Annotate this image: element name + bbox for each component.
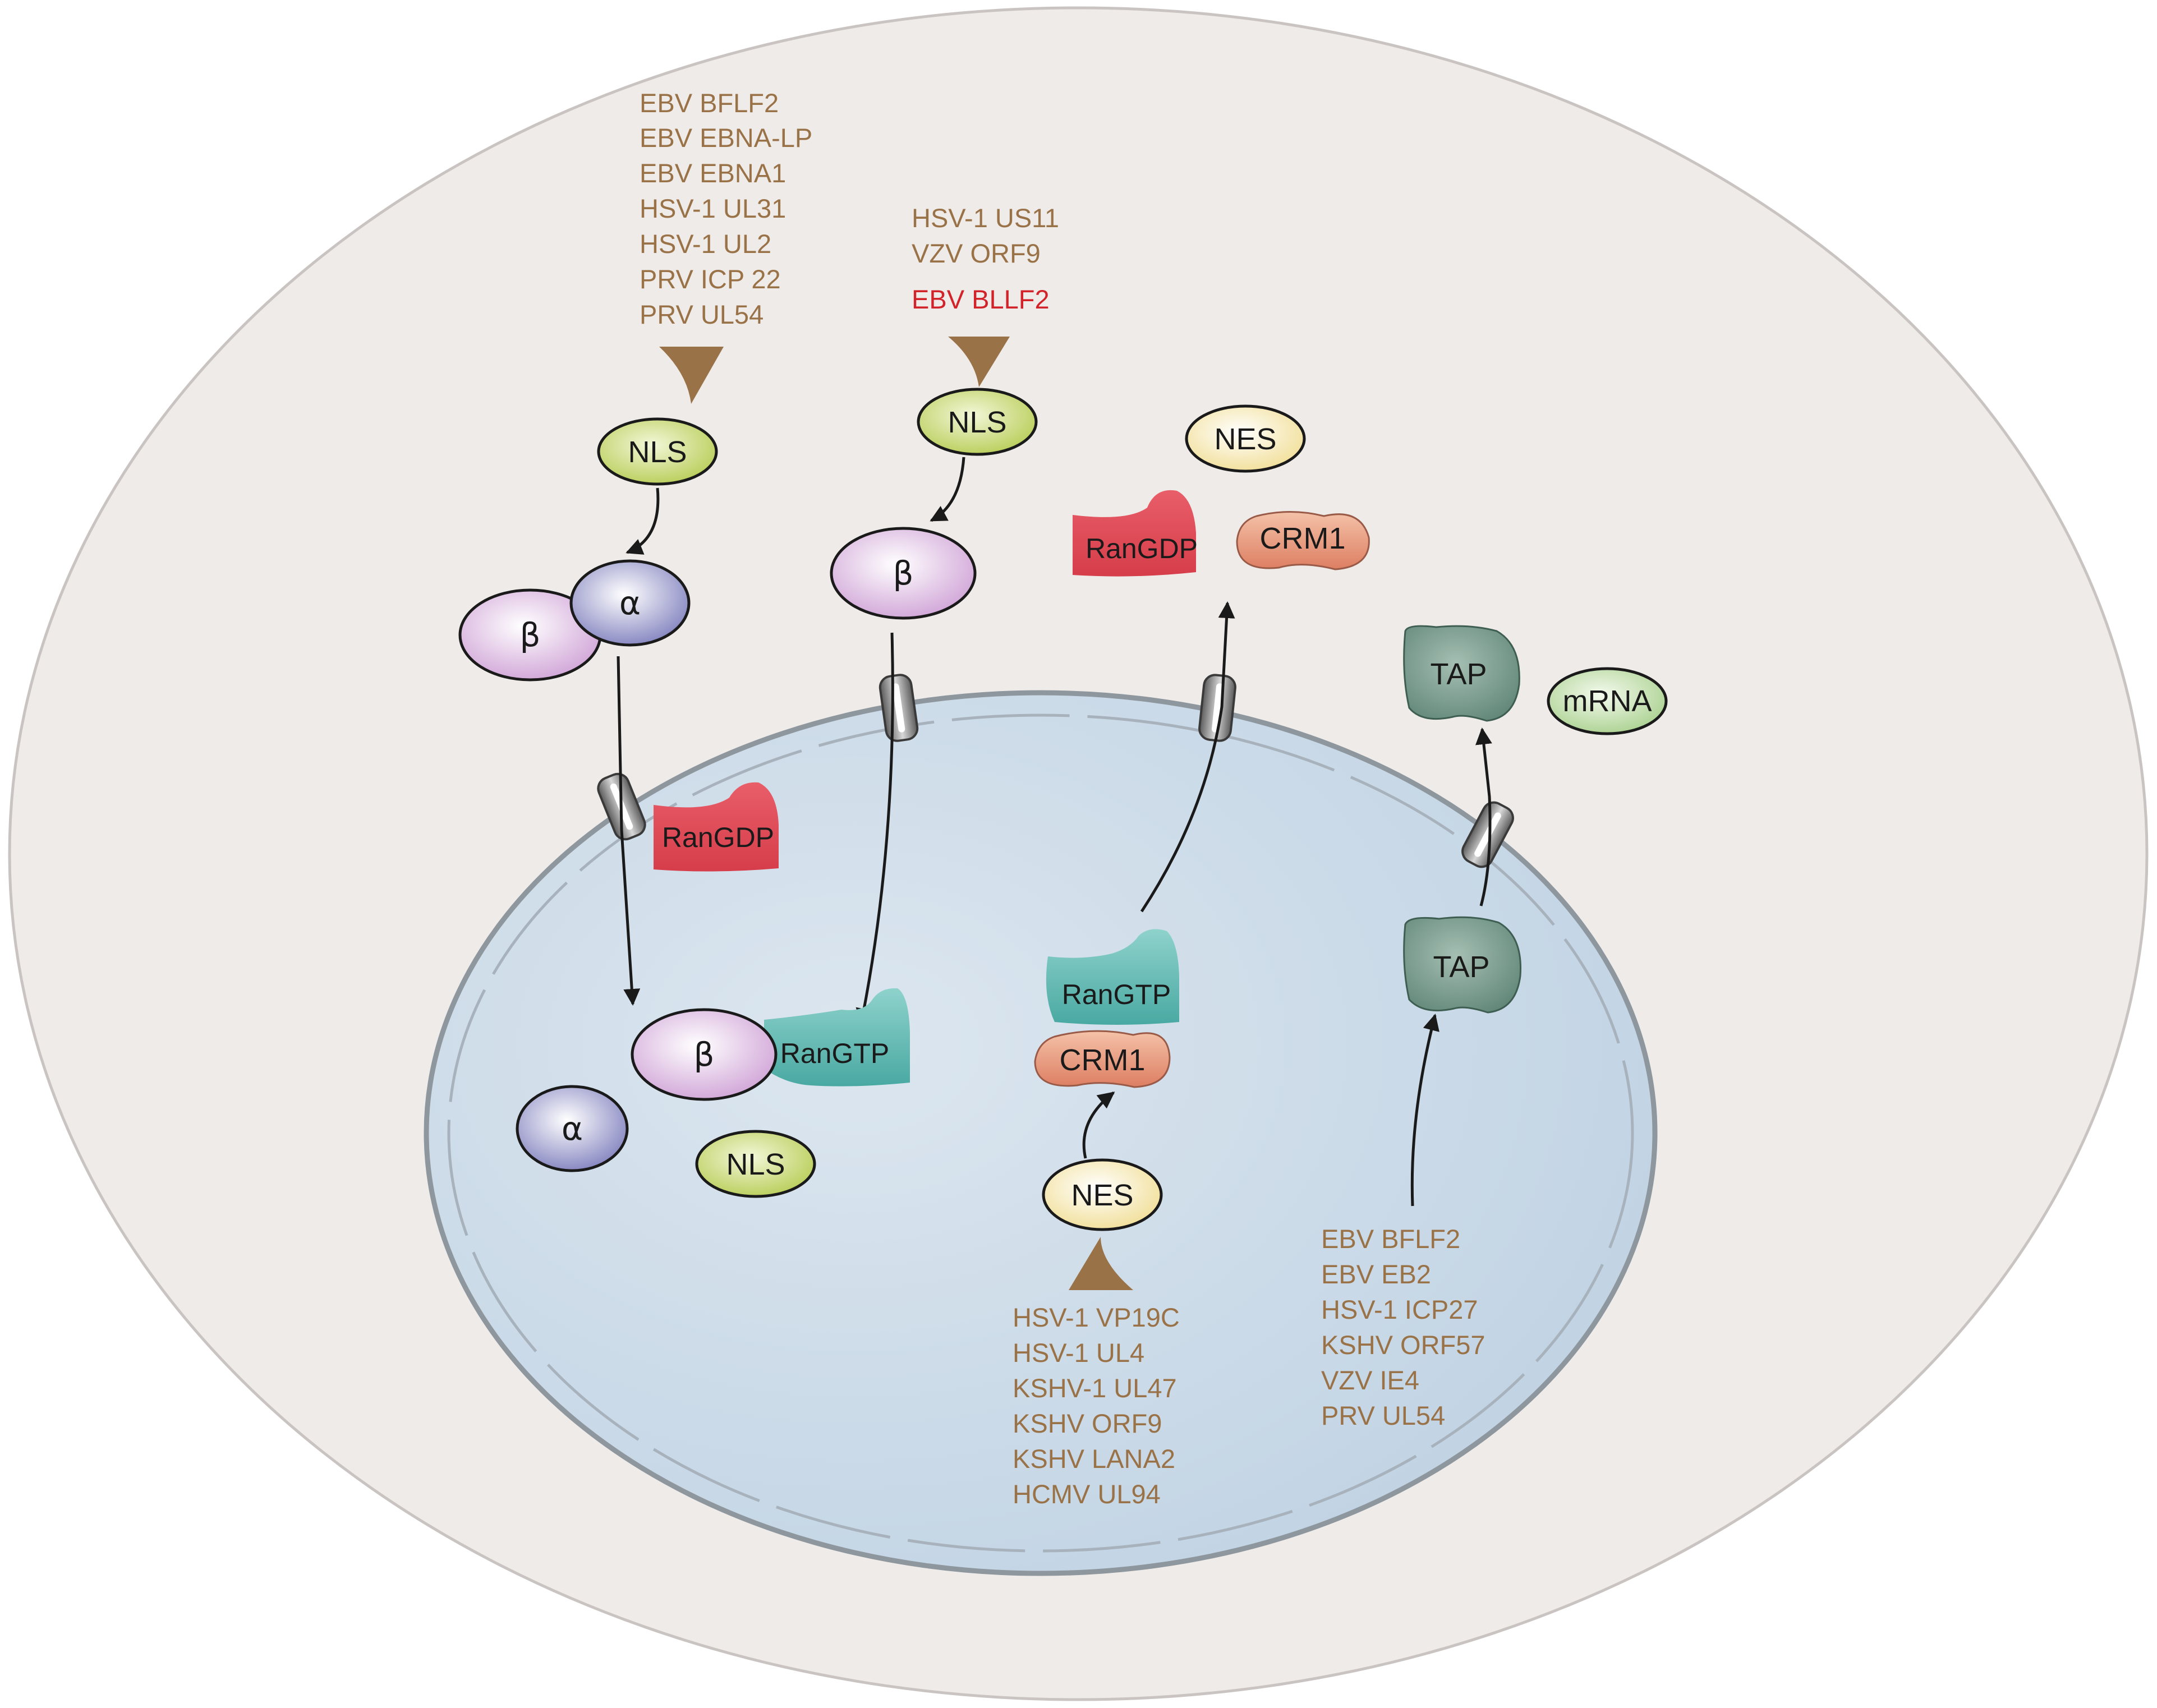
nls-ellipse: NLS xyxy=(597,417,718,486)
alpha-label: α xyxy=(562,1109,583,1148)
viral-protein-label: HSV-1 ICP27 xyxy=(1321,1295,1478,1324)
viral-protein-label: KSHV-1 UL47 xyxy=(1013,1373,1177,1403)
alpha-importin: α xyxy=(569,559,691,647)
viral-protein-label: VZV ORF9 xyxy=(912,238,1041,268)
export-tap-protein-list: EBV BFLF2 EBV EB2 HSV-1 ICP27 KSHV ORF57… xyxy=(1321,1224,1485,1430)
highlighted-viral-protein-label: EBV BLLF2 xyxy=(912,284,1050,314)
arrow-import-into-nucleus xyxy=(617,656,641,1006)
viral-protein-label: EBV EBNA-LP xyxy=(640,123,812,153)
beta-importin: β xyxy=(830,527,977,620)
arrow-nes-to-crm1 xyxy=(1082,1092,1115,1159)
crm1-cytoplasm: CRM1 xyxy=(1236,511,1370,570)
viral-protein-label: HSV-1 UL31 xyxy=(640,194,786,223)
import-nls-protein-list: EBV BFLF2 EBV EBNA-LP EBV EBNA1 HSV-1 UL… xyxy=(640,88,812,329)
rangdp-cytoplasm: RanGDP xyxy=(1073,490,1198,577)
nes-label: NES xyxy=(1071,1178,1133,1212)
rangtp-nucleus: RanGTP xyxy=(764,988,910,1087)
nes-ellipse-cytoplasm: NES xyxy=(1185,404,1306,473)
beta-label: β xyxy=(693,1035,714,1074)
viral-protein-label: KSHV ORF57 xyxy=(1321,1330,1485,1360)
viral-protein-label: EBV EBNA1 xyxy=(640,158,786,188)
arrow-beta-into-nucleus xyxy=(856,632,894,1025)
arrow-export-to-cytoplasm xyxy=(1140,601,1235,913)
nls-label: NLS xyxy=(948,406,1006,439)
arrow-nls-to-alpha xyxy=(626,487,660,555)
beta-importin: β xyxy=(458,588,602,682)
viral-protein-label: EBV EB2 xyxy=(1321,1259,1431,1289)
viral-protein-label: KSHV ORF9 xyxy=(1013,1408,1162,1438)
rangdp-label: RanGDP xyxy=(662,822,774,853)
crm1-nucleus: CRM1 xyxy=(1034,1030,1171,1088)
arrow-nls-to-beta xyxy=(930,457,965,522)
nls-label: NLS xyxy=(628,435,687,469)
export-nes-protein-list: HSV-1 VP19C HSV-1 UL4 KSHV-1 UL47 KSHV O… xyxy=(1013,1302,1180,1509)
nuclear-pores xyxy=(597,674,1514,868)
viral-protein-label: HSV-1 UL2 xyxy=(640,229,771,259)
viral-protein-label: PRV ICP 22 xyxy=(640,264,781,294)
tap-label: TAP xyxy=(1430,657,1487,691)
arrow-tap-export xyxy=(1475,728,1492,906)
viral-protein-label: KSHV LANA2 xyxy=(1013,1444,1175,1474)
import-beta-protein-list: HSV-1 US11 VZV ORF9 EBV BLLF2 xyxy=(912,203,1059,314)
viral-protein-label: EBV BFLF2 xyxy=(640,88,779,118)
viral-protein-label: EBV BFLF2 xyxy=(1321,1224,1460,1254)
crm1-label: CRM1 xyxy=(1259,522,1345,555)
nls-ellipse-nucleus: NLS xyxy=(695,1130,816,1198)
arrowhead-marker xyxy=(948,337,1010,387)
rangtp-label: RanGTP xyxy=(1062,979,1171,1010)
nuclear-pore xyxy=(879,674,919,742)
nuclear-pore xyxy=(1198,674,1236,742)
arrowhead-marker xyxy=(659,347,724,404)
arrowhead-marker xyxy=(1069,1237,1133,1290)
viral-protein-label: HSV-1 UL4 xyxy=(1013,1338,1144,1368)
tap-nucleus: TAP xyxy=(1403,916,1522,1014)
nls-ellipse: NLS xyxy=(917,388,1038,456)
mrna-ellipse: mRNA xyxy=(1547,667,1668,735)
nucleus xyxy=(424,690,1658,1576)
alpha-label: α xyxy=(619,584,641,622)
viral-protein-label: HCMV UL94 xyxy=(1013,1479,1161,1509)
nes-ellipse-nucleus: NES xyxy=(1042,1158,1163,1231)
rangtp-crm-complex: RanGTP xyxy=(1046,929,1179,1025)
arrow-up-to-tap xyxy=(1410,1014,1439,1207)
nls-label: NLS xyxy=(726,1148,785,1181)
nes-label: NES xyxy=(1214,422,1276,456)
viral-protein-label: PRV UL54 xyxy=(640,300,764,329)
alpha-importin-nucleus: α xyxy=(516,1085,629,1172)
viral-protein-label: HSV-1 US11 xyxy=(912,203,1059,233)
beta-importin-nucleus: β xyxy=(631,1008,778,1101)
nuclear-pore xyxy=(1461,801,1514,868)
rangtp-label: RanGTP xyxy=(780,1038,890,1069)
crm1-label: CRM1 xyxy=(1059,1043,1145,1077)
rangdp-nucleus: RanGDP xyxy=(654,782,779,872)
viral-protein-label: VZV IE4 xyxy=(1321,1365,1419,1395)
viral-protein-label: PRV UL54 xyxy=(1321,1401,1445,1430)
beta-label: β xyxy=(893,554,913,592)
tap-label: TAP xyxy=(1433,950,1489,984)
tap-cytoplasm: TAP xyxy=(1403,625,1520,722)
viral-protein-label: HSV-1 VP19C xyxy=(1013,1302,1180,1332)
beta-label: β xyxy=(519,616,540,654)
rangdp-label: RanGDP xyxy=(1086,533,1198,564)
mrna-label: mRNA xyxy=(1563,684,1652,718)
nuclear-envelope-inner xyxy=(447,713,1634,1553)
